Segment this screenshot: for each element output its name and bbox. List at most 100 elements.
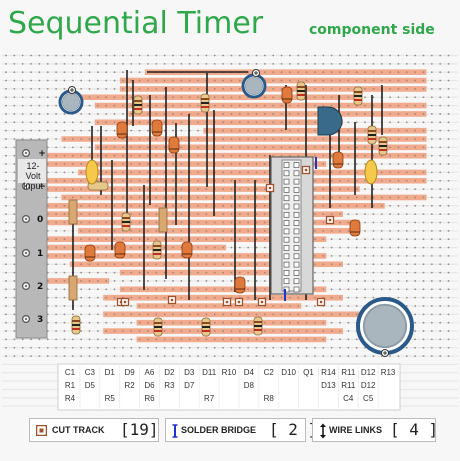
hole (105, 146, 108, 149)
hole (372, 355, 375, 357)
hole (305, 346, 308, 349)
hole (96, 104, 99, 107)
hole (305, 305, 308, 307)
hole (122, 138, 124, 140)
hole (314, 62, 316, 65)
hole (55, 179, 57, 182)
hole (88, 121, 91, 124)
hole (197, 188, 199, 191)
hole (414, 54, 417, 57)
hole (364, 271, 366, 274)
hole (230, 138, 233, 140)
hole (80, 113, 83, 115)
hole (138, 138, 141, 140)
hole (122, 71, 124, 74)
hole (13, 129, 16, 132)
hole (414, 138, 417, 140)
hole (272, 104, 275, 107)
hole (314, 129, 316, 132)
hole (55, 296, 57, 299)
reference-label: R4 (64, 394, 76, 403)
hole (297, 62, 300, 65)
hole (80, 338, 83, 341)
hole (230, 179, 233, 182)
hole (130, 213, 133, 216)
hole (197, 355, 199, 357)
hole (405, 196, 408, 199)
hole (364, 104, 366, 107)
hole (280, 121, 283, 124)
hole (13, 338, 16, 341)
hole (347, 104, 350, 107)
hole (439, 338, 442, 341)
hole (280, 138, 283, 140)
hole (322, 221, 325, 224)
hole (197, 246, 199, 249)
hole (347, 129, 350, 132)
hole (5, 204, 7, 207)
hole (364, 129, 366, 132)
hole (322, 288, 325, 291)
hole (163, 62, 166, 65)
hole (330, 96, 333, 99)
hole (38, 355, 41, 357)
hole (147, 313, 149, 316)
hole (372, 246, 375, 249)
hole (263, 179, 266, 182)
hole (255, 213, 258, 216)
hole (197, 146, 199, 149)
resistor-band (379, 149, 387, 151)
hole (230, 88, 233, 90)
hole (447, 171, 450, 174)
hole (255, 221, 258, 224)
reference-column: D10 (279, 366, 299, 405)
hole (105, 313, 108, 316)
hole (213, 330, 216, 332)
hole (322, 321, 325, 324)
hole (330, 204, 333, 207)
hole (122, 338, 124, 341)
hole (138, 179, 141, 182)
hole (172, 104, 174, 107)
hole (322, 138, 325, 140)
hole (439, 288, 442, 291)
hole (355, 188, 358, 191)
hole (155, 171, 158, 174)
hole (255, 129, 258, 132)
ic-pin (293, 253, 300, 260)
hole (46, 96, 49, 99)
hole (96, 146, 99, 149)
hole (347, 313, 350, 316)
hole (46, 121, 49, 124)
reference-label: R13 (380, 368, 396, 377)
hole (138, 263, 141, 266)
resistor-band (134, 100, 142, 102)
hole (105, 346, 108, 349)
hole (238, 154, 241, 157)
hole (55, 321, 57, 324)
hole (222, 121, 225, 124)
hole (88, 280, 91, 282)
hole (347, 88, 350, 90)
hole (155, 288, 158, 291)
hole (213, 62, 216, 65)
resistor-band (254, 321, 262, 323)
hole (122, 196, 124, 199)
hole (255, 271, 258, 274)
hole (422, 129, 425, 132)
hole (238, 138, 241, 140)
hole (339, 62, 341, 65)
hole (447, 96, 450, 99)
hole (355, 313, 358, 316)
diode-body (168, 136, 180, 154)
hole (414, 305, 417, 307)
hole (414, 246, 417, 249)
hole (297, 330, 300, 332)
hole (364, 62, 366, 65)
hole (314, 196, 316, 199)
hole (222, 280, 225, 282)
hole (289, 62, 291, 65)
hole (213, 305, 216, 307)
hole (113, 113, 116, 115)
